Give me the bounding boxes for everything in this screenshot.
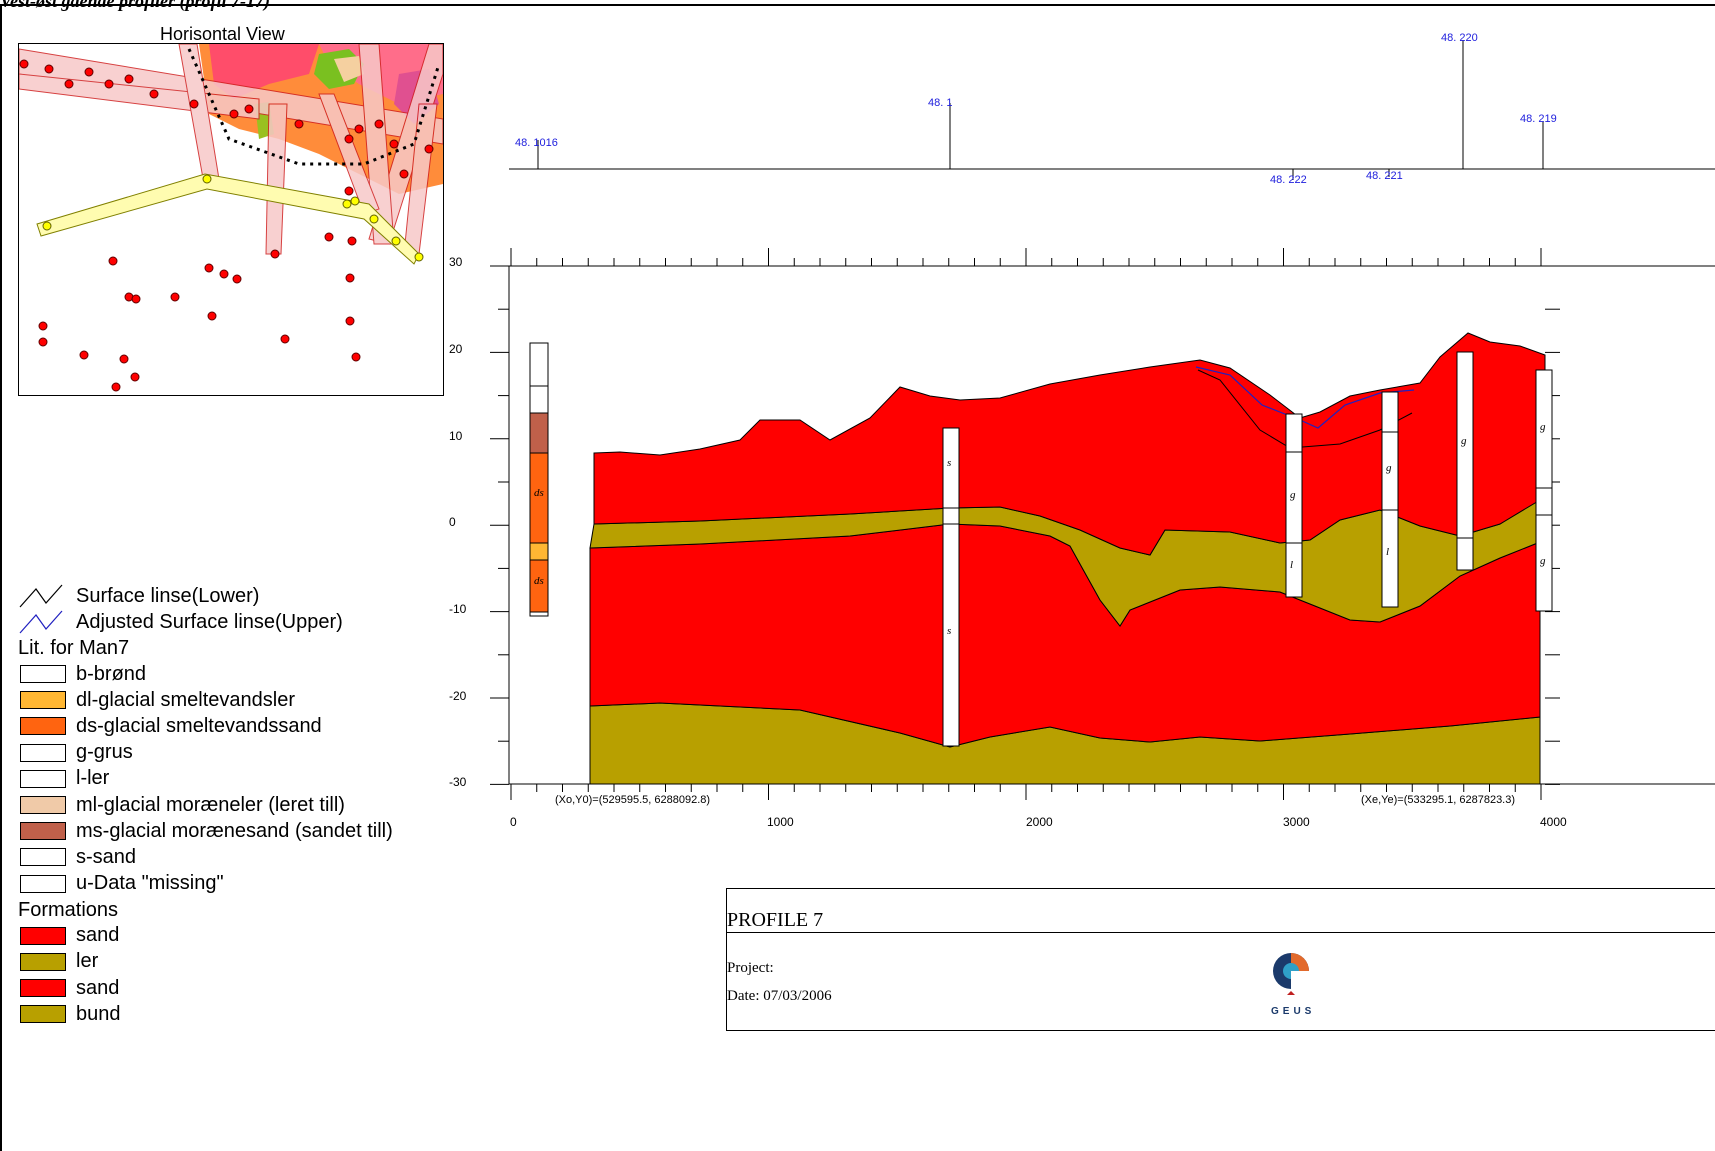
- legend-label: bund: [76, 1002, 121, 1025]
- well-lith-letter: g: [1290, 489, 1296, 501]
- x-tick-label: 3000: [1283, 815, 1310, 829]
- well-lith-letter: l: [1290, 559, 1293, 571]
- legend-swatch: [20, 743, 66, 762]
- legend-swatch: [20, 717, 66, 736]
- well-lith-letter: l: [1386, 546, 1389, 558]
- y-tick-label: -30: [449, 775, 467, 789]
- legend-swatch: [20, 769, 66, 788]
- legend-swatch: [20, 926, 66, 945]
- legend-label: ler: [76, 950, 99, 973]
- legend-swatch: [20, 691, 66, 710]
- geus-logo-icon: [1273, 953, 1309, 995]
- legend-swatch: [20, 952, 66, 971]
- legend-surface-lower: Surface linse(Lower): [18, 583, 393, 609]
- x-tick-label: 1000: [767, 815, 794, 829]
- well-lith-letter: s: [947, 457, 951, 469]
- map-title: Horisontal View: [160, 24, 285, 44]
- legend-swatch: [20, 665, 66, 684]
- legend-swatch: [20, 874, 66, 893]
- legend-swatch: [20, 1005, 66, 1024]
- legend-item: bund: [18, 1001, 393, 1027]
- legend-swatch: [20, 796, 66, 815]
- surface-line-icon: [19, 584, 63, 608]
- y-tick-label: 20: [449, 342, 463, 356]
- frame-left-border: [0, 4, 2, 1151]
- well-lith-letter: ds: [534, 487, 544, 499]
- formation-sand-upper: [593, 332, 1546, 556]
- well-lith-letter: g: [1540, 555, 1546, 567]
- legend-swatch: [20, 822, 66, 841]
- y-tick-label: -10: [449, 602, 467, 616]
- legend-label: g-grus: [76, 741, 133, 764]
- title-divider: [727, 932, 1715, 933]
- legend-item: s-sand: [18, 844, 393, 870]
- legend-label: ml-glacial moræneler (leret till): [76, 793, 345, 816]
- legend-swatch: [20, 848, 66, 867]
- date-label: Date: 07/03/2006: [727, 988, 832, 1004]
- legend-label: b-brønd: [76, 662, 147, 685]
- profile-title: PROFILE 7: [727, 909, 824, 931]
- well-id-label: 48. 220: [1441, 32, 1478, 44]
- legend-item: ms-glacial morænesand (sandet till): [18, 818, 393, 844]
- frame-top-border: [0, 4, 1715, 6]
- geus-logo-text: GEUS: [1271, 1006, 1316, 1017]
- adjusted-surface-line-icon: [19, 610, 63, 634]
- legend-item: g-grus: [18, 740, 393, 766]
- legend-label: sand: [76, 976, 120, 999]
- legend-item: b-brønd: [18, 661, 393, 687]
- y-tick-label: -20: [449, 689, 467, 703]
- well-lith-letter: g: [1540, 421, 1546, 433]
- x-tick-label: 0: [510, 815, 517, 829]
- reference-well-log: [529, 342, 549, 617]
- legend-item: ml-glacial moræneler (leret till): [18, 792, 393, 818]
- boreholes: [942, 351, 1553, 747]
- legend-swatch: [20, 979, 66, 998]
- y-tick-label: 30: [449, 255, 463, 269]
- well-lith-letter: ds: [534, 575, 544, 587]
- map-drawing: [19, 44, 443, 392]
- legend-label: Surface linse(Lower): [76, 584, 260, 607]
- y-tick-label: 0: [449, 515, 456, 529]
- legend-label: sand: [76, 924, 120, 947]
- legend-item: ler: [18, 949, 393, 975]
- project-label: Project:: [727, 960, 774, 976]
- legend-label: ds-glacial smeltevandssand: [76, 714, 322, 737]
- legend-item: sand: [18, 923, 393, 949]
- legend-item: l-ler: [18, 766, 393, 792]
- legend-label: ms-glacial morænesand (sandet till): [76, 819, 393, 842]
- x-tick-label: 2000: [1026, 815, 1053, 829]
- legend-item: u-Data "missing": [18, 871, 393, 897]
- horizontal-view-map[interactable]: [18, 43, 444, 396]
- well-id-label: 48. 222: [1270, 174, 1307, 186]
- legend-label: Adjusted Surface linse(Upper): [76, 610, 343, 633]
- legend-label: s-sand: [76, 845, 137, 868]
- well-id-label: 48. 1016: [515, 137, 558, 149]
- legend: Surface linse(Lower) Adjusted Surface li…: [18, 583, 393, 1027]
- surface-line-upper: [1195, 366, 1415, 429]
- legend-label: l-ler: [76, 767, 110, 790]
- legend-surface-upper: Adjusted Surface linse(Upper): [18, 609, 393, 635]
- well-id-label: 48. 221: [1366, 170, 1403, 182]
- y-tick-label: 10: [449, 429, 463, 443]
- legend-item: sand: [18, 975, 393, 1001]
- well-id-label: 48. 219: [1520, 113, 1557, 125]
- lithology-heading: Lit. for Man7: [18, 637, 130, 659]
- profile-start-coords: (Xo,Y0)=(529595.5, 6288092.8): [555, 794, 710, 806]
- well-lith-letter: s: [947, 625, 951, 637]
- title-block: PROFILE 7 Project: Date: 07/03/2006 GEUS: [726, 888, 1715, 1031]
- well-lith-letter: g: [1461, 435, 1467, 447]
- formations-heading: Formations: [18, 898, 119, 921]
- legend-item: ds-glacial smeltevandssand: [18, 713, 393, 739]
- legend-label: u-Data "missing": [76, 872, 224, 895]
- legend-label: dl-glacial smeltevandsler: [76, 688, 295, 711]
- x-tick-label: 4000: [1540, 815, 1567, 829]
- well-id-label: 48. 1: [928, 97, 952, 109]
- legend-item: dl-glacial smeltevandsler: [18, 687, 393, 713]
- well-lith-letter: g: [1386, 462, 1392, 474]
- profile-end-coords: (Xe,Ye)=(533295.1, 6287823.3): [1361, 794, 1515, 806]
